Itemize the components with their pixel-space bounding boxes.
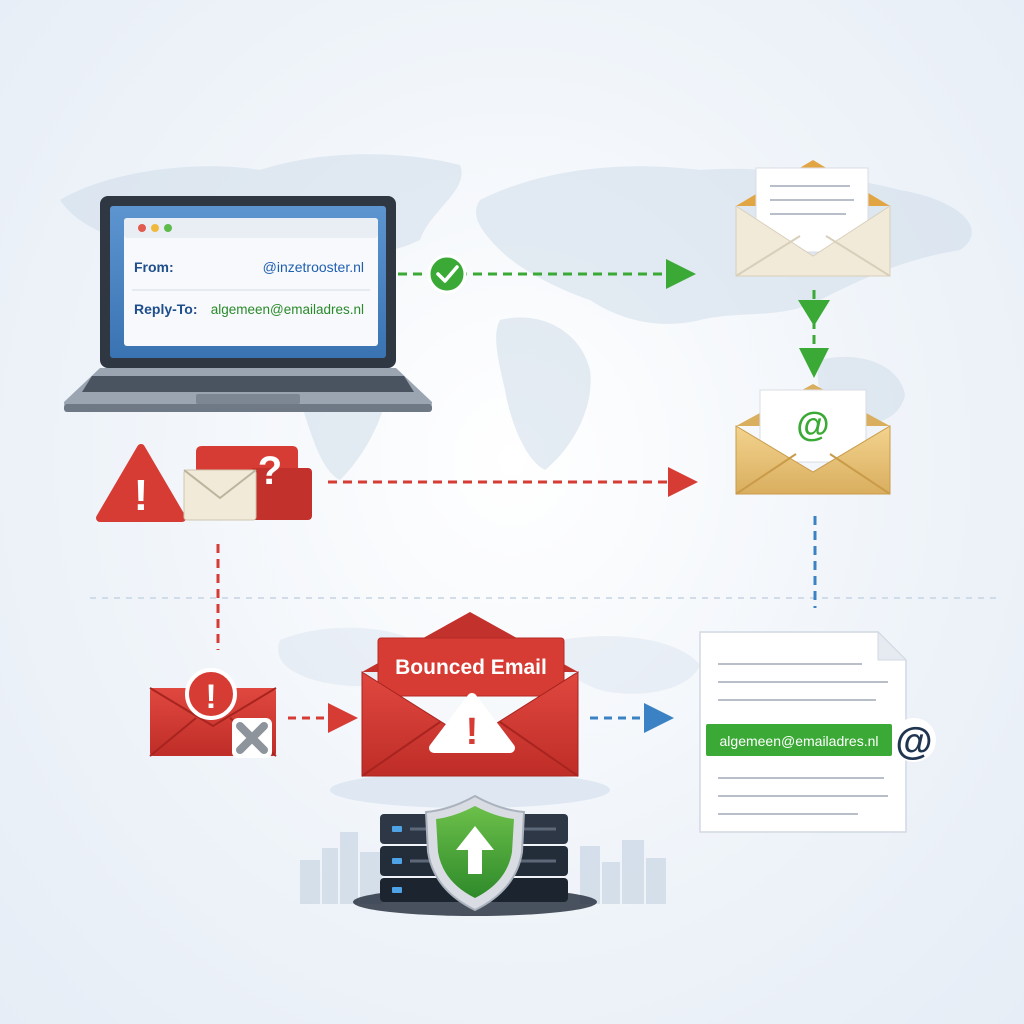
- reject-x-icon: [236, 722, 268, 754]
- bounced-email-envelope: Bounced Email !: [330, 612, 610, 808]
- warning-triangle-icon: !: [96, 444, 186, 522]
- question-mark-icon: ?: [258, 449, 282, 493]
- window-maximize-dot: [164, 224, 172, 232]
- reply-to-value: algemeen@emailadres.nl: [211, 302, 364, 317]
- document-at-icon: @: [892, 718, 936, 763]
- shield-upload-icon: [424, 794, 526, 912]
- bounced-email-title: Bounced Email: [395, 656, 547, 679]
- city-skyline-background: [300, 832, 666, 904]
- suspicious-email-icon: ?: [183, 446, 312, 521]
- bounce-report-document: algemeen@emailadres.nl @: [699, 630, 936, 833]
- svg-text:!: !: [466, 711, 479, 753]
- delivered-envelope-icon: [735, 160, 891, 277]
- reply-to-envelope-icon: @: [735, 384, 891, 495]
- from-value: @inzetrooster.nl: [263, 259, 364, 275]
- document-address-highlight: algemeen@emailadres.nl: [720, 733, 879, 749]
- svg-text:@: @: [895, 721, 932, 763]
- rejected-email-icon: !: [149, 668, 277, 758]
- at-sign-icon: @: [796, 406, 829, 444]
- mail-server-icon: [353, 794, 597, 916]
- from-label: From:: [134, 259, 174, 275]
- svg-text:!: !: [205, 678, 216, 716]
- window-close-dot: [138, 224, 146, 232]
- bounce-warning-icon: !: [429, 693, 515, 753]
- svg-text:!: !: [134, 471, 149, 520]
- down-arrow-icon: [798, 300, 830, 326]
- check-icon: [427, 254, 467, 294]
- reply-to-label: Reply-To:: [134, 301, 198, 317]
- window-minimize-dot: [151, 224, 159, 232]
- email-header-window: From: @inzetrooster.nl Reply-To: algemee…: [124, 218, 378, 346]
